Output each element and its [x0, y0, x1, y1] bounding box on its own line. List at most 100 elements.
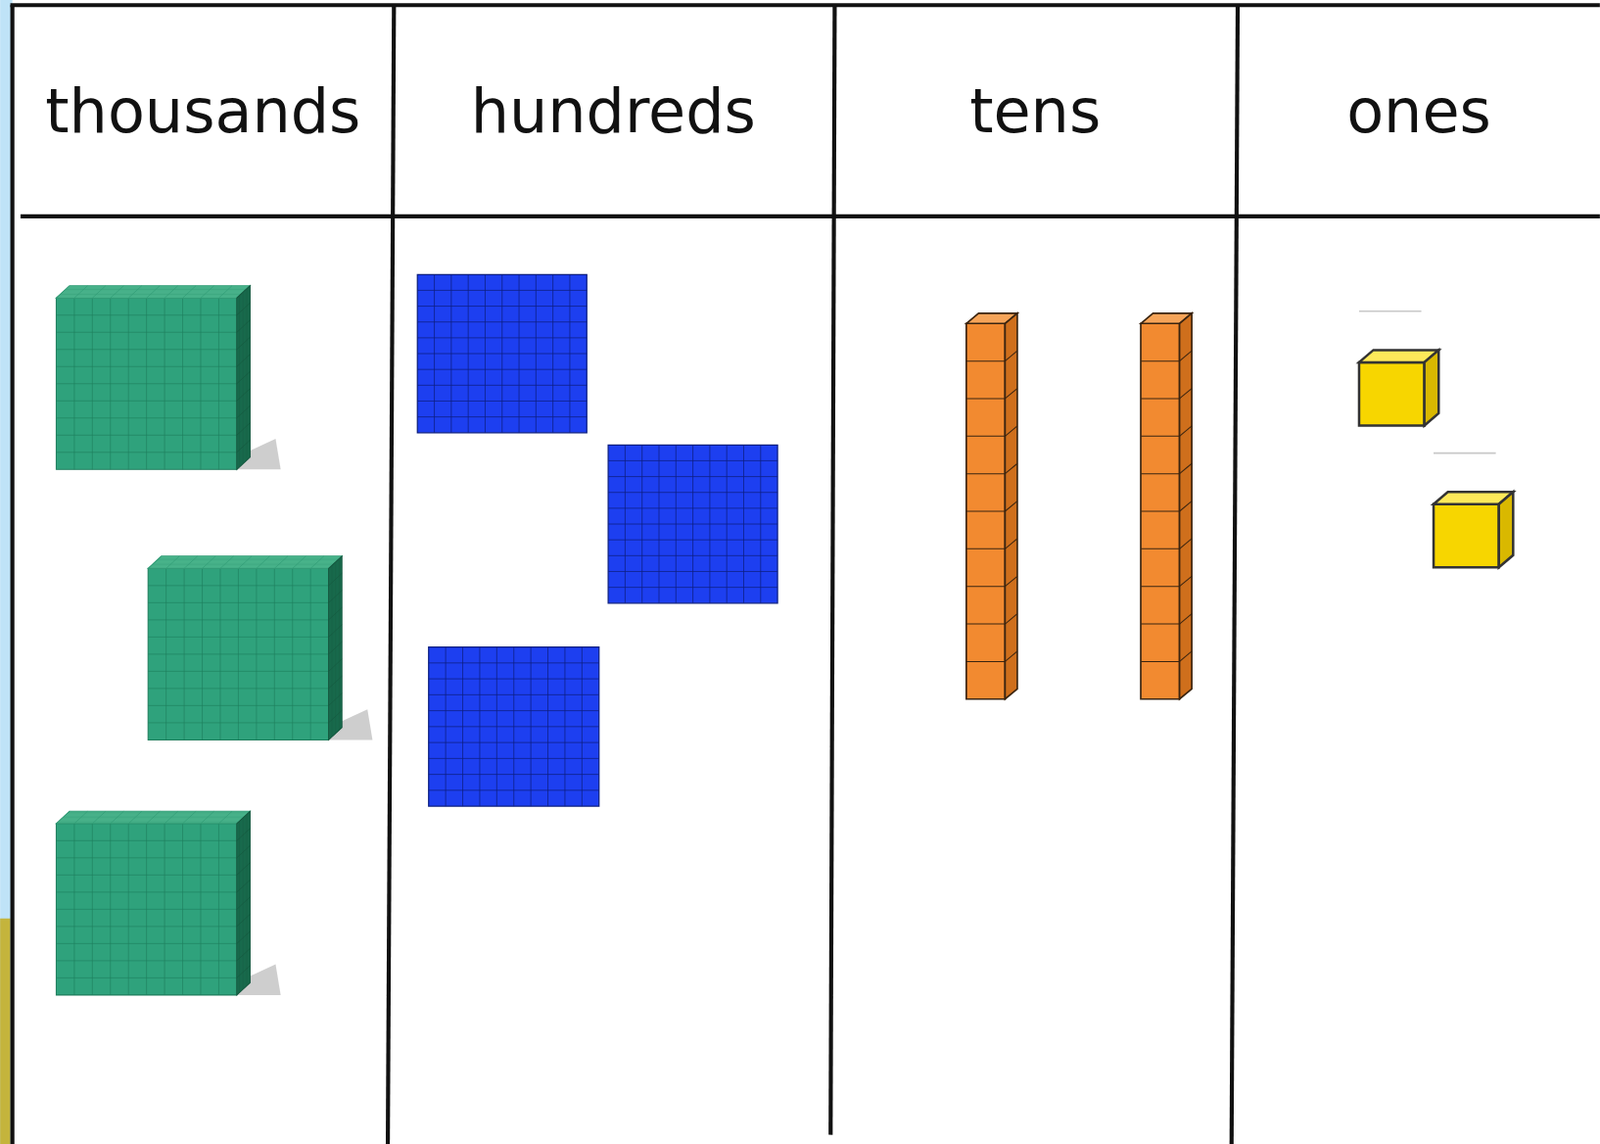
grid-line	[329, 675, 343, 689]
grid-line	[329, 658, 343, 672]
grid-line	[1140, 397, 1180, 399]
rod-side	[1179, 313, 1193, 700]
hundred-flat	[608, 444, 778, 603]
grid-line	[1140, 360, 1180, 362]
grid-line	[147, 618, 329, 620]
grid-line	[274, 556, 288, 569]
grid-line	[146, 285, 161, 299]
table-rule	[10, 2, 1600, 7]
grid-line	[292, 556, 307, 569]
grid-line	[220, 556, 235, 569]
grid-line	[428, 678, 600, 680]
faint-line	[1359, 310, 1422, 313]
grid-line	[236, 388, 251, 402]
grid-line	[200, 285, 215, 299]
grid-line	[110, 810, 125, 824]
grid-line	[417, 369, 587, 371]
grid-line	[329, 641, 343, 655]
grid-line	[147, 670, 329, 672]
grid-line	[55, 451, 236, 453]
rod-side	[1004, 313, 1018, 700]
flat-face	[608, 444, 778, 603]
grid-line	[608, 539, 778, 541]
cube-top	[55, 810, 250, 824]
grid-line	[110, 285, 125, 299]
grid-line	[147, 687, 329, 689]
cube-front	[55, 297, 236, 470]
grid-line	[608, 523, 778, 525]
grid-line	[74, 285, 89, 299]
grid-line	[966, 435, 1006, 437]
column-header: hundreds	[393, 9, 833, 212]
grid-line	[1140, 660, 1180, 662]
ten-rod	[1140, 313, 1192, 700]
cube-front	[1359, 362, 1425, 426]
table-rule	[387, 4, 394, 1144]
grid-line	[55, 348, 236, 350]
table-rule	[830, 4, 835, 1134]
grid-line	[202, 556, 217, 569]
grid-line	[1004, 350, 1018, 361]
grid-line	[1179, 613, 1193, 624]
grid-line	[236, 965, 251, 979]
cube-side	[236, 285, 251, 471]
grid-line	[608, 555, 778, 557]
hundred-flat	[428, 647, 600, 807]
grid-line	[1140, 435, 1180, 437]
grid-line	[164, 285, 179, 299]
grid-line	[236, 371, 251, 384]
cube-side	[236, 810, 251, 995]
grid-line	[55, 382, 236, 384]
cube-side	[329, 556, 343, 741]
grid-line	[55, 856, 236, 858]
thousand-cube	[55, 810, 281, 995]
column-header: tens	[834, 9, 1236, 212]
grid-line	[147, 653, 329, 655]
grid-line	[966, 511, 1006, 513]
grid-line	[147, 602, 329, 604]
grid-line	[236, 931, 251, 944]
grid-line	[236, 862, 251, 876]
grid-line	[147, 705, 329, 706]
grid-line	[1004, 651, 1018, 661]
grid-line	[147, 721, 329, 723]
grid-line	[1140, 472, 1180, 474]
grid-line	[256, 556, 271, 569]
grid-line	[1004, 613, 1018, 624]
grid-line	[966, 585, 1006, 587]
grid-line	[74, 810, 89, 824]
grid-line	[55, 942, 236, 944]
column-header: ones	[1237, 9, 1600, 212]
one-cube	[1433, 453, 1513, 568]
table-rules	[10, 4, 1600, 1144]
grid-line	[1179, 651, 1193, 661]
grid-line	[428, 757, 600, 759]
grid-line	[128, 810, 142, 824]
grid-line	[92, 810, 106, 824]
grid-line	[55, 434, 236, 436]
grid-line	[183, 810, 197, 824]
grid-line	[200, 810, 215, 824]
grid-line	[428, 694, 600, 696]
grid-line	[966, 472, 1006, 474]
thousand-cube	[55, 285, 281, 471]
grid-line	[236, 302, 251, 316]
grid-line	[236, 423, 251, 436]
chart-ground	[12, 4, 1600, 1144]
grid-line	[608, 507, 778, 509]
background-strip	[0, 918, 10, 1144]
grid-line	[1004, 501, 1018, 512]
grid-line	[417, 416, 587, 418]
grid-line	[55, 977, 236, 979]
grid-line	[237, 556, 252, 569]
grid-line	[428, 789, 600, 791]
thousand-cube	[147, 556, 373, 741]
cube-top	[55, 285, 250, 299]
grid-line	[329, 624, 343, 638]
grid-line	[329, 572, 343, 586]
cube-front	[147, 567, 329, 740]
grid-line	[1179, 388, 1193, 399]
cube-side	[1424, 349, 1440, 425]
grid-line	[1140, 585, 1180, 587]
